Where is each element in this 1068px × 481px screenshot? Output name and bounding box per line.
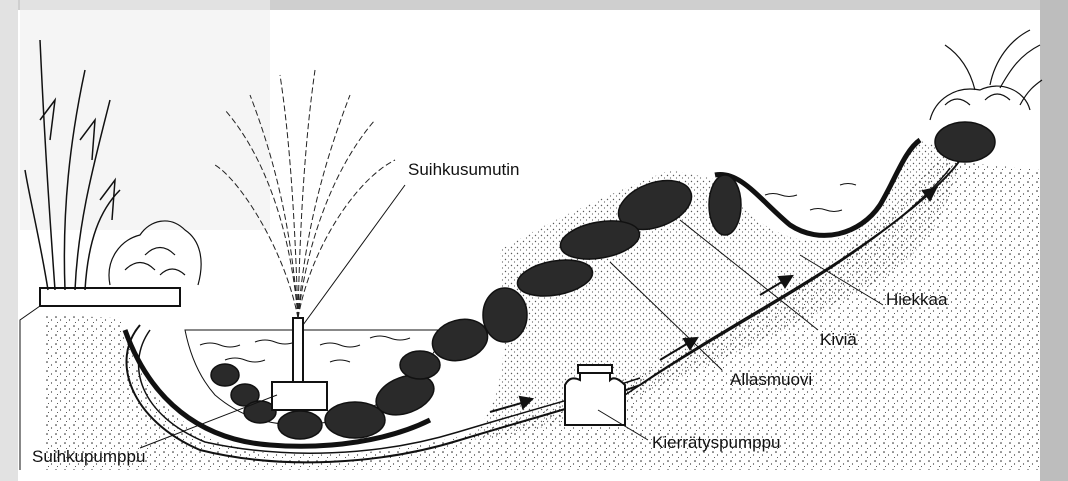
label-sand: Hiekkaa bbox=[886, 290, 948, 309]
left-shrub bbox=[109, 221, 201, 285]
label-fountain-pump: Suihkupumppu bbox=[32, 447, 145, 466]
label-pond-liner: Allasmuovi bbox=[730, 370, 812, 389]
label-stones: Kiviä bbox=[820, 330, 857, 349]
right-shrub bbox=[930, 30, 1042, 120]
label-circulation-pump: Kierrätyspumppu bbox=[652, 433, 781, 452]
label-spray-nozzle: Suihkusumutin bbox=[408, 160, 520, 179]
